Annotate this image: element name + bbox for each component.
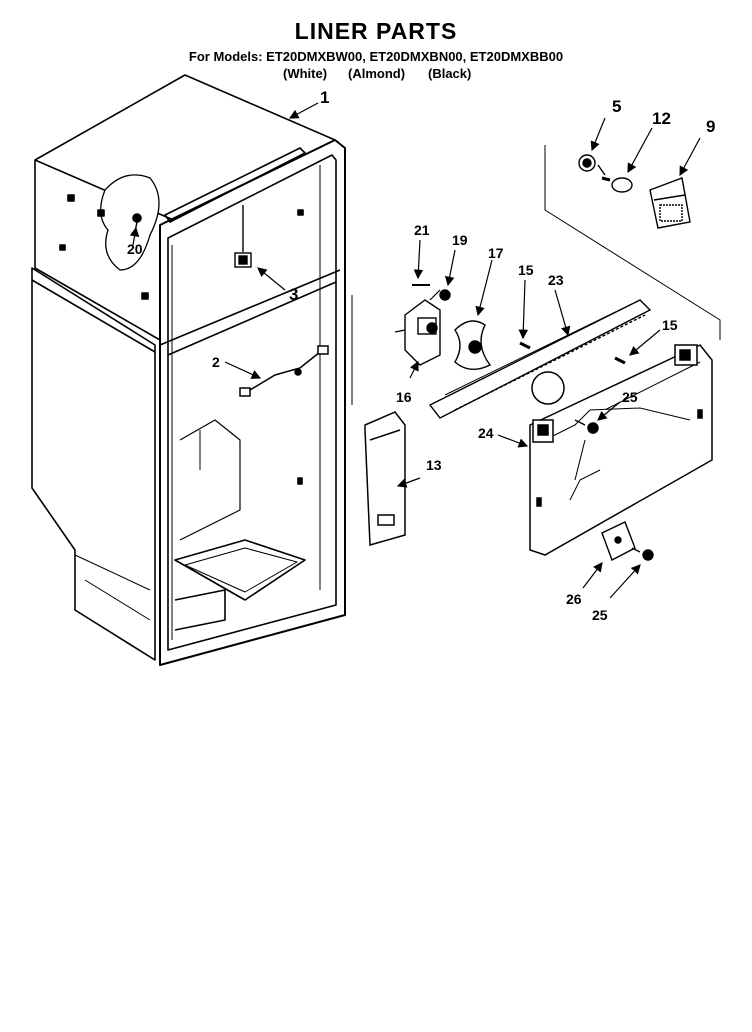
callout-17: 17 (488, 245, 504, 261)
callout-26: 26 (566, 591, 582, 607)
callout-9: 9 (706, 117, 715, 136)
part-26-bracket (601, 521, 654, 561)
models-line: For Models: ET20DMXBW00, ET20DMXBN00, ET… (188, 49, 564, 64)
callout-21: 21 (414, 222, 430, 238)
color-white: (White) (283, 66, 328, 81)
leader-lines (129, 102, 701, 599)
wire-harness (239, 345, 329, 397)
callout-15-fan: 15 (518, 262, 534, 278)
part-13-panel (364, 411, 406, 546)
callout-15-panel: 15 (662, 317, 678, 333)
color-black: (Black) (428, 66, 472, 81)
light-assembly (544, 145, 721, 340)
callout-2: 2 (212, 354, 220, 370)
callout-16: 16 (396, 389, 412, 405)
callout-24: 24 (478, 425, 494, 441)
callout-25-panel: 25 (622, 389, 638, 405)
callout-5: 5 (612, 97, 621, 116)
callout-3: 3 (289, 285, 298, 304)
callout-20: 20 (127, 241, 143, 257)
callout-labels: 1 2 3 5 9 12 13 15 15 16 17 19 20 21 23 … (127, 88, 715, 623)
callout-13: 13 (426, 457, 442, 473)
callout-1: 1 (320, 88, 329, 107)
liner-assembly (31, 74, 346, 666)
fan-motor-assembly (394, 284, 652, 419)
callout-25-bracket: 25 (592, 607, 608, 623)
diagram-title: LINER PARTS (294, 18, 458, 44)
callout-19: 19 (452, 232, 468, 248)
light-switch (234, 205, 252, 268)
callout-12: 12 (652, 109, 671, 128)
color-almond: (Almond) (348, 66, 406, 81)
callout-23: 23 (548, 272, 564, 288)
